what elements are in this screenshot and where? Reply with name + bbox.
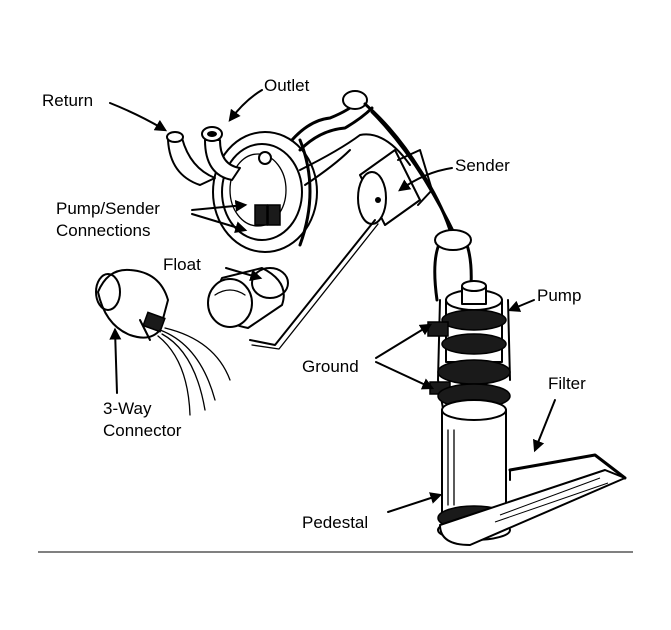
label-ground: Ground — [302, 357, 359, 376]
filter — [439, 453, 627, 546]
fuel-tubes — [290, 90, 457, 237]
label-filter: Filter — [548, 374, 586, 393]
label-outlet: Outlet — [264, 76, 310, 95]
float — [207, 267, 289, 329]
mounting-flange — [166, 126, 318, 253]
label-float: Float — [163, 255, 201, 274]
label-return: Return — [42, 91, 93, 110]
label-pump-sender-line1: Pump/Sender — [56, 199, 160, 218]
label-arrows — [109, 89, 556, 513]
float-arm — [249, 219, 379, 350]
label-pump: Pump — [537, 286, 581, 305]
label-pump-sender-line2: Connections — [56, 221, 151, 240]
label-pedestal: Pedestal — [302, 513, 368, 532]
sender-unit — [357, 149, 433, 226]
three-way-connector — [95, 268, 231, 416]
label-connector-line1: 3-Way — [103, 399, 152, 418]
pump-body — [427, 280, 507, 395]
label-connector-line2: Connector — [103, 421, 182, 440]
label-sender: Sender — [455, 156, 510, 175]
